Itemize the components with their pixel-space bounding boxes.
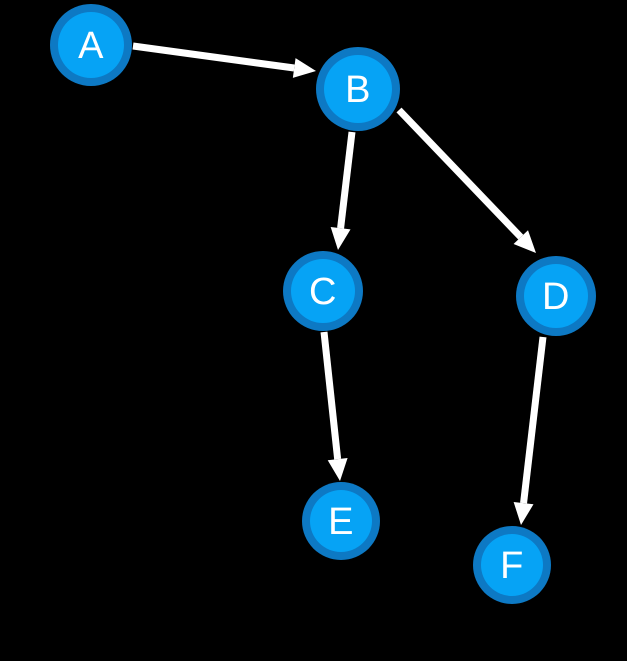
node-fill xyxy=(58,12,124,78)
graph-node-f[interactable]: F xyxy=(473,526,551,604)
node-fill xyxy=(481,534,543,596)
nodes-layer: A B C D E F xyxy=(50,4,596,604)
graph-node-b[interactable]: B xyxy=(316,47,400,131)
node-label: B xyxy=(345,69,371,111)
edge-line xyxy=(320,331,342,460)
node-fill xyxy=(291,259,355,323)
graph-edge-c-e[interactable] xyxy=(320,331,348,481)
edge-line xyxy=(396,107,524,240)
graph-node-a[interactable]: A xyxy=(50,4,132,86)
node-label: A xyxy=(78,25,104,67)
edge-line xyxy=(520,336,547,504)
graph-edge-d-f[interactable] xyxy=(513,336,547,525)
graph-node-e[interactable]: E xyxy=(302,482,380,560)
arrowhead-icon xyxy=(513,230,536,253)
arrowhead-icon xyxy=(292,58,316,78)
arrowhead-icon xyxy=(327,458,348,481)
node-label: E xyxy=(328,501,354,543)
graph-edge-b-d[interactable] xyxy=(396,107,536,253)
node-fill xyxy=(324,55,392,123)
node-label: C xyxy=(309,271,337,313)
edges-layer xyxy=(132,42,547,525)
edge-line xyxy=(337,131,356,229)
graph-edge-b-c[interactable] xyxy=(330,131,356,250)
node-label: D xyxy=(542,276,570,318)
edge-line xyxy=(132,42,295,72)
graph-edge-a-b[interactable] xyxy=(132,42,316,78)
graph-node-c[interactable]: C xyxy=(283,251,363,331)
arrowhead-icon xyxy=(330,226,351,250)
node-fill xyxy=(524,264,588,328)
graph-node-d[interactable]: D xyxy=(516,256,596,336)
arrowhead-icon xyxy=(513,501,534,525)
node-fill xyxy=(310,490,372,552)
node-label: F xyxy=(500,545,524,587)
